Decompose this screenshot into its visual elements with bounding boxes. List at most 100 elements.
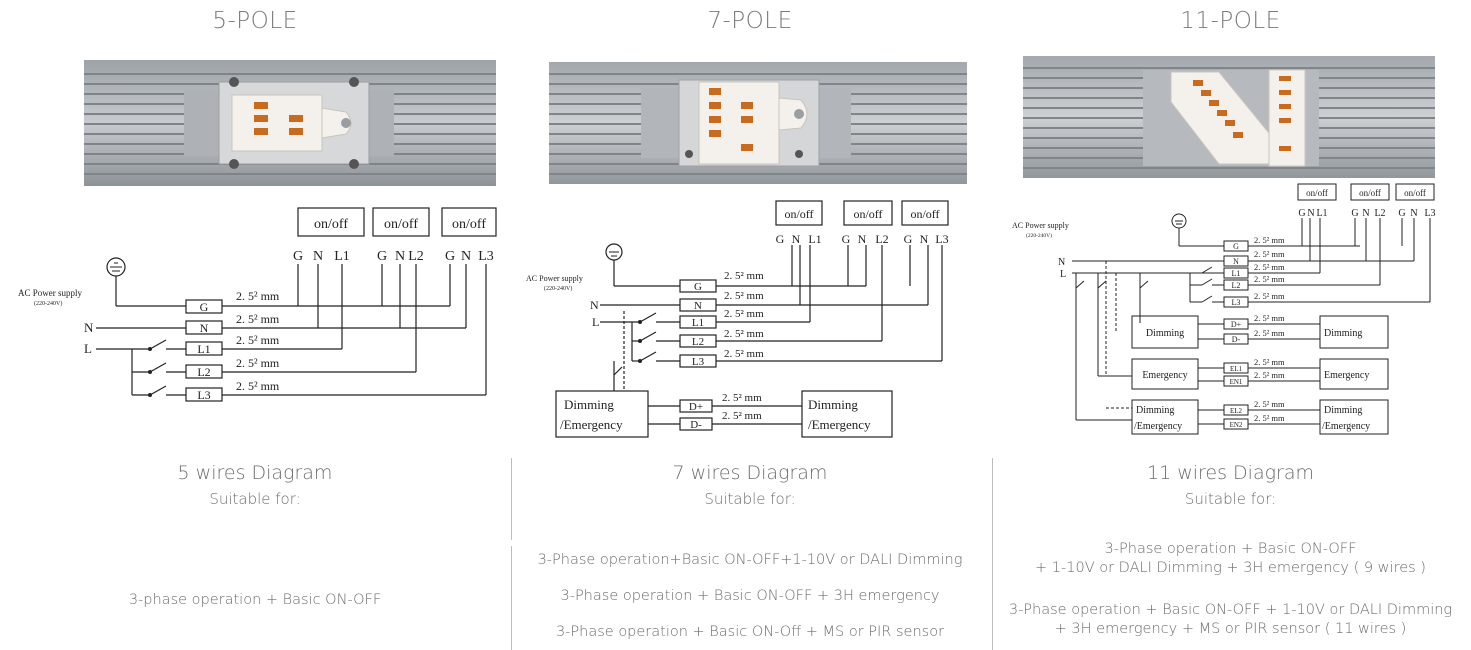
pole-5-application: 3-phase operation + Basic ON-OFF (128, 592, 382, 608)
line-n-label: N (84, 320, 94, 335)
wire-size-label: 2. 5² mm (236, 333, 280, 347)
box-label: Dimming (564, 397, 614, 412)
output-label: N (792, 232, 801, 246)
pole-7-photo (549, 62, 967, 184)
pole-11-suitable-label: Suitable for: (1184, 490, 1277, 508)
output-label: G (1398, 208, 1405, 219)
terminal-label: L2 (1232, 281, 1241, 290)
terminal-label: G (1233, 242, 1239, 251)
terminal-label: D- (690, 419, 702, 431)
power-label: AC Power supply (18, 288, 83, 298)
terminal-label: N (200, 321, 209, 335)
wire-size-label: 2. 5² mm (1254, 413, 1285, 423)
line-n-label: N (1058, 257, 1065, 268)
wire-size-label: 2. 5² mm (724, 328, 764, 340)
pole-7-suitable-label: Suitable for: (704, 490, 796, 508)
pole-11-diagram-title: 11 wires Diagram (1147, 462, 1314, 484)
output-label: L1 (1316, 208, 1327, 219)
wire-size-label: 2. 5² mm (1254, 291, 1285, 301)
terminal-label: D+ (1231, 320, 1242, 329)
pole-11-title: 11-POLE (1180, 8, 1281, 34)
switch-label: on/off (1359, 188, 1381, 198)
output-label: L1 (334, 249, 350, 264)
pole-7-application: 3-Phase operation + Basic ON-OFF + 3H em… (560, 588, 940, 604)
column-divider (992, 458, 993, 650)
output-label: L2 (1374, 208, 1385, 219)
box-label: Dimming (1324, 328, 1362, 339)
wire-size-label: 2. 5² mm (236, 289, 280, 303)
pole-11-application: + 3H emergency + MS or PIR sensor ( 11 w… (1054, 621, 1407, 637)
box-label: /Emergency (1322, 421, 1370, 432)
terminal-label: L3 (197, 388, 210, 402)
pole-5-column: 5-POLE (0, 0, 510, 650)
box-label: Dimming (808, 397, 858, 412)
box-label: Emergency (1324, 370, 1369, 381)
wire-size-label: 2. 5² mm (1254, 249, 1285, 259)
output-label: G (445, 249, 455, 264)
terminal-label: L3 (692, 356, 705, 368)
pole-11-column: 11-POLE (990, 0, 1471, 650)
pole-7-diagram-title: 7 wires Diagram (672, 462, 828, 484)
terminal-label: L1 (1232, 269, 1241, 278)
terminal-label: EL1 (1230, 365, 1243, 373)
terminal-label: D+ (689, 401, 703, 413)
wire-size-label: 2. 5² mm (236, 312, 280, 326)
output-label: L1 (808, 232, 821, 246)
output-label: N (1410, 208, 1417, 219)
output-label: L3 (478, 249, 494, 264)
column-divider (511, 458, 512, 540)
output-label: G (1298, 208, 1305, 219)
pole-11-application: 3-Phase operation + Basic ON-OFF (1104, 541, 1357, 557)
switch-label: on/off (910, 207, 939, 221)
power-label: AC Power supply (1012, 221, 1069, 230)
terminal-label: L1 (197, 342, 210, 356)
output-label: L2 (408, 249, 424, 264)
terminal-label: G (694, 281, 702, 293)
terminal-label: EL2 (1230, 407, 1243, 415)
terminal-label: EN1 (1230, 378, 1243, 386)
box-label: /Emergency (560, 417, 623, 432)
output-label: N (461, 249, 471, 264)
line-l-label: L (84, 341, 92, 356)
output-label: G (377, 249, 387, 264)
terminal-label: G (200, 300, 209, 314)
wire-size-label: 2. 5² mm (1254, 357, 1285, 367)
line-n-label: N (590, 298, 599, 312)
wire-size-label: 2. 5² mm (724, 308, 764, 320)
output-label: N (858, 232, 867, 246)
output-label: N (313, 249, 323, 264)
wire-size-label: 2. 5² mm (236, 356, 280, 370)
switch-label: on/off (853, 207, 882, 221)
line-l-label: L (1060, 269, 1066, 280)
power-voltage: (220-240V) (34, 300, 62, 307)
pole-7-column: 7-POLE (510, 0, 990, 650)
line-l-label: L (592, 315, 599, 329)
terminal-label: EN2 (1230, 421, 1243, 429)
wire-size-label: 2. 5² mm (722, 410, 762, 422)
output-label: N (1307, 208, 1314, 219)
switch-label: on/off (1404, 188, 1426, 198)
switch-label: on/off (452, 217, 486, 232)
power-voltage: (220-240V) (1026, 232, 1052, 239)
wire-size-label: 2. 5² mm (1254, 399, 1285, 409)
pole-11-application: + 1-10V or DALI Dimming + 3H emergency (… (1035, 560, 1426, 576)
terminal-label: N (1233, 257, 1239, 266)
output-label: G (293, 249, 303, 264)
terminal-label: D- (1232, 335, 1241, 344)
wire-size-label: 2. 5² mm (1254, 274, 1285, 284)
wire-size-label: 2. 5² mm (724, 348, 764, 360)
wire-size-label: 2. 5² mm (722, 392, 762, 404)
output-label: N (920, 232, 929, 246)
output-label: L3 (935, 232, 948, 246)
switch-label: on/off (1306, 188, 1328, 198)
box-label: Emergency (1142, 370, 1187, 381)
output-label: N (1362, 208, 1369, 219)
wire-size-label: 2. 5² mm (1254, 370, 1285, 380)
wire-size-label: 2. 5² mm (236, 379, 280, 393)
box-label: Dimming (1146, 328, 1184, 339)
wire-size-label: 2. 5² mm (724, 290, 764, 302)
box-label: Dimming (1324, 405, 1362, 416)
terminal-label: L2 (692, 336, 704, 348)
wire-size-label: 2. 5² mm (1254, 235, 1285, 245)
terminal-label: L3 (1232, 298, 1241, 307)
